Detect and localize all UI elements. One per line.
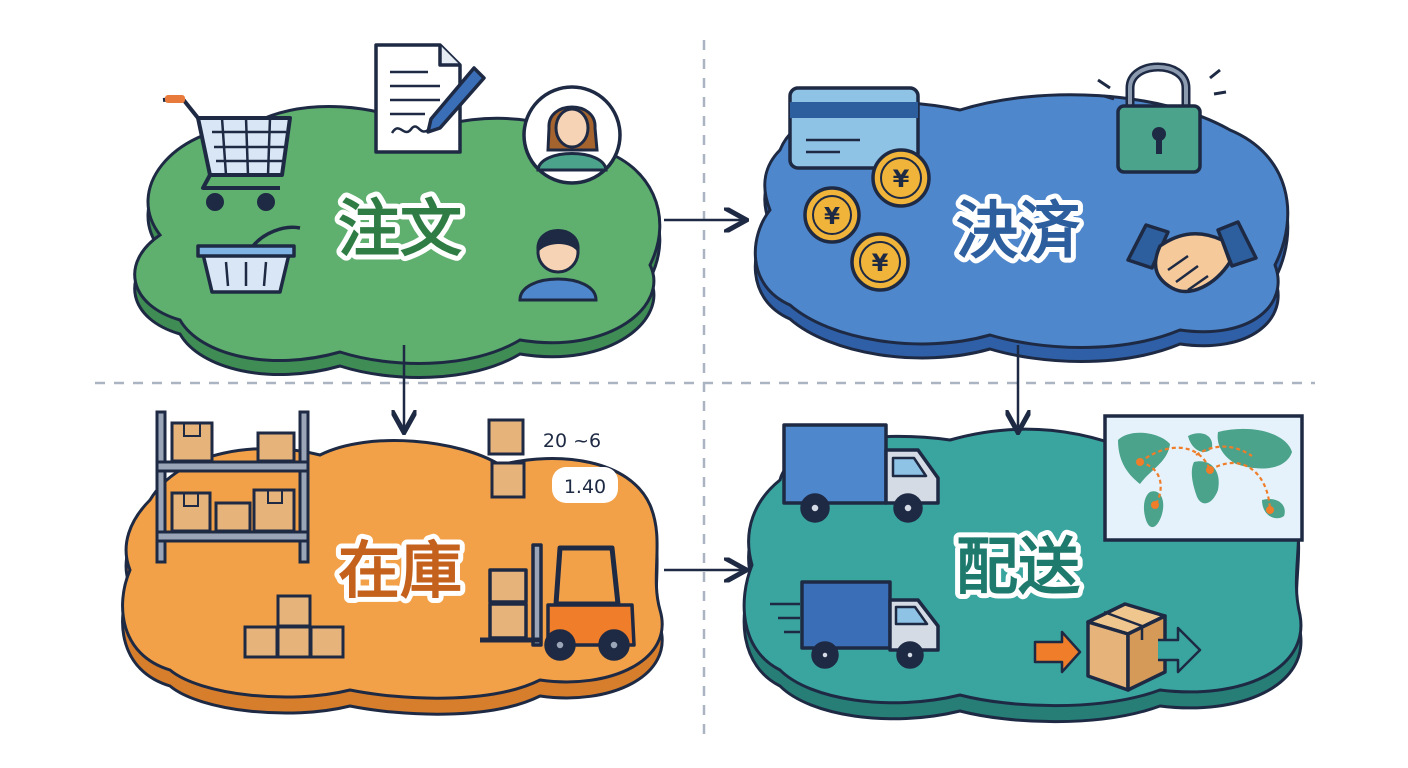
user-avatar-icon [522,85,622,185]
order-quadrant: 注文 [133,43,662,379]
note-bubble [552,467,618,503]
payment-quadrant: ¥ ¥ ¥ 決済 [753,62,1290,363]
inventory-title: 在庫 [338,534,462,607]
order-title: 注文 [338,192,462,265]
flow-arrows [404,220,1018,570]
truck-icon [770,580,940,669]
payment-title: 決済 [956,194,1081,267]
inventory-quadrant: 20 ~6 1.40 在庫 [121,410,664,716]
forklift-icon [480,543,636,661]
truck-icon [782,423,940,523]
shopping-basket-icon [196,225,301,294]
inventory-note: 1.40 [564,476,606,498]
credit-card-icon [788,86,920,170]
yen-coin-icon: ¥ [871,148,931,208]
world-map-icon [1103,414,1304,542]
cardboard-box-icon [243,418,526,659]
arrow-right-icon [1158,626,1202,674]
shopping-cart-icon [162,95,292,211]
document-pen-icon [374,43,486,154]
delivery-quadrant: 配送 [742,414,1304,724]
yen-coin-icon: ¥ [850,232,910,292]
user-avatar-icon [518,229,598,302]
padlock-icon [1097,62,1227,174]
warehouse-shelf-icon [155,410,310,564]
inventory-note: 20 ~6 [543,430,601,452]
yen-coin-icon: ¥ [803,186,861,244]
note-bubble [527,421,617,457]
arrow-right-icon [1033,630,1082,674]
svg-text:¥: ¥ [893,165,910,193]
delivery-title: 配送 [956,530,1080,603]
svg-text:¥: ¥ [824,204,840,230]
handshake-icon [1126,220,1258,294]
quadrant-dividers [95,40,1315,740]
cardboard-box-icon [1086,602,1167,692]
inventory-notes: 20 ~6 1.40 [527,421,618,503]
svg-text:¥: ¥ [872,249,889,277]
